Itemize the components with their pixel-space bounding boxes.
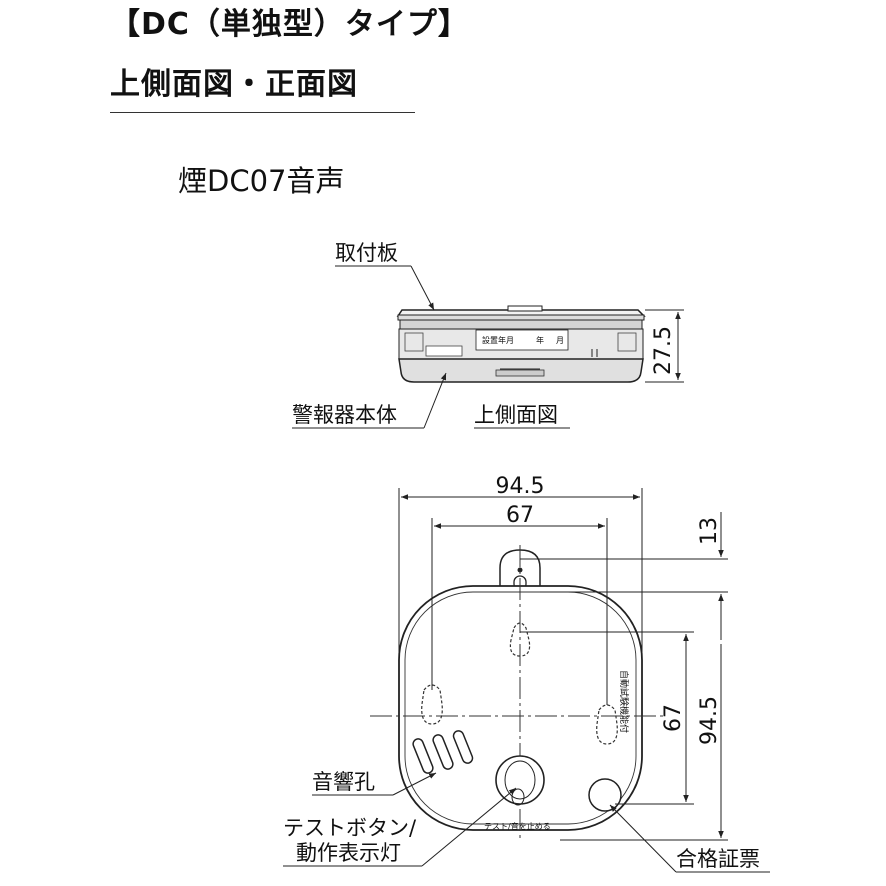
front-view: テスト/音を止める 自動試験機能付 94.5 67 13 67 94.5	[283, 474, 770, 873]
year-label: 年	[536, 335, 544, 345]
test-stop-text: テスト/音を止める	[484, 821, 551, 831]
model-name: 煙DC07音声	[178, 164, 345, 198]
dim-height-overall: 94.5	[697, 696, 722, 745]
month-label: 月	[556, 336, 564, 345]
dim-side-height: 27.5	[651, 326, 676, 375]
dim-height-holes: 67	[661, 704, 686, 732]
sound-holes	[412, 730, 474, 774]
side-view: 設置年月 年 月 27.5 取付板 警報器本体 上側面図	[292, 241, 684, 429]
page-subtitle: 上側面図・正面図	[110, 67, 358, 102]
test-button	[495, 755, 545, 806]
top-side-view-caption: 上側面図	[474, 403, 558, 427]
install-date-label: 設置年月	[482, 335, 514, 345]
mounting-plate-label: 取付板	[335, 241, 398, 265]
certificate-seal	[588, 778, 622, 812]
dim-tab-height: 13	[697, 517, 722, 545]
alarm-body-label: 警報器本体	[292, 403, 397, 427]
page-title: 【DC（単独型）タイプ】	[110, 7, 469, 42]
self-test-text: 自動試験機能付	[618, 670, 630, 733]
dim-width-overall: 94.5	[496, 474, 545, 499]
dim-width-holes: 67	[506, 503, 534, 528]
title-underline	[110, 112, 415, 113]
certificate-label: 合格証票	[676, 847, 760, 871]
sound-holes-label: 音響孔	[312, 770, 375, 794]
test-button-label-2: 動作表示灯	[296, 841, 401, 865]
test-button-label-1: テストボタン/	[283, 816, 417, 840]
